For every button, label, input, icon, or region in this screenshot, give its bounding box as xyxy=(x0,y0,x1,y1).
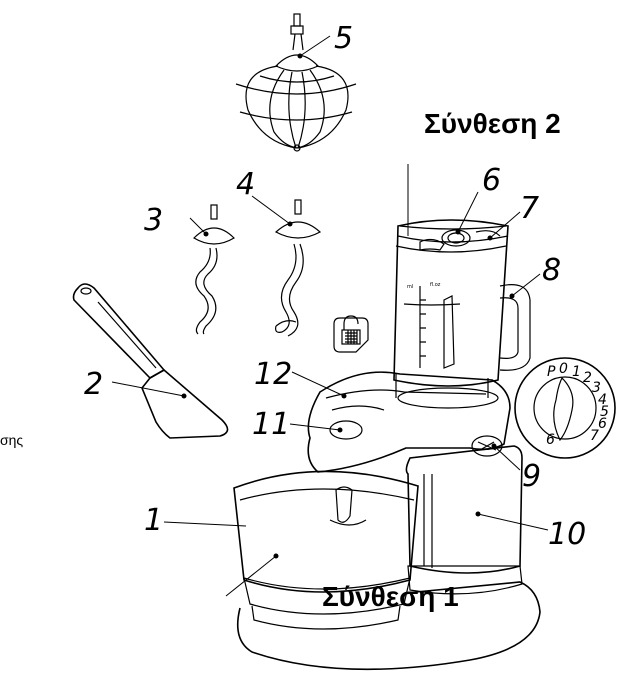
callout-4: 4 xyxy=(236,167,255,202)
cropped-text-fragment: σης xyxy=(0,432,23,448)
unlocked-padlock-icon xyxy=(333,315,369,353)
callout-11: 11 xyxy=(252,407,290,442)
callout-2: 2 xyxy=(84,367,103,402)
dial-label-6: 6 xyxy=(598,416,607,432)
callout-3: 3 xyxy=(144,203,163,238)
motor-head xyxy=(307,371,511,473)
heading-composition-2: Σύνθεση 2 xyxy=(424,108,561,139)
dough-hook-attachment-4 xyxy=(274,199,322,337)
dial-label-2: 2 xyxy=(583,370,592,386)
dial-label-3: 3 xyxy=(592,380,601,396)
leader-lines xyxy=(111,35,549,597)
callout-9: 9 xyxy=(522,459,541,494)
dough-hook-attachment-3 xyxy=(193,204,235,335)
callout-7: 7 xyxy=(520,191,539,226)
callout-10: 10 xyxy=(548,517,586,552)
hook-in-bowl-lower xyxy=(329,519,367,526)
dial-label-p: P xyxy=(547,364,556,380)
whisk-attachment xyxy=(235,13,357,152)
dial-label-5: 5 xyxy=(600,404,609,420)
lid-cap xyxy=(441,229,471,247)
spatula xyxy=(72,283,229,439)
mixing-bowl xyxy=(233,470,419,630)
jar-scale-label-2: fl.oz xyxy=(430,282,441,288)
mixer-body-column xyxy=(405,445,523,574)
callout-8: 8 xyxy=(542,253,561,288)
hook-in-bowl xyxy=(335,486,353,523)
dial-label-0: 0 xyxy=(559,361,568,377)
jar-scale-label-1: ml xyxy=(407,284,413,290)
callout-1: 1 xyxy=(144,503,163,538)
dial-label-4: 4 xyxy=(598,392,607,408)
speed-dial: P 0 1 2 3 4 5 6 7 6 xyxy=(514,357,616,459)
callout-5: 5 xyxy=(334,21,353,56)
mixer-base xyxy=(236,565,541,671)
dial-label-7: 7 xyxy=(590,428,599,444)
blender-jar: ml fl.oz xyxy=(393,219,531,387)
dial-label-1: 1 xyxy=(572,364,581,380)
callout-6: 6 xyxy=(482,163,501,198)
dial-label-6b: 6 xyxy=(546,432,555,448)
callout-12: 12 xyxy=(254,357,292,392)
